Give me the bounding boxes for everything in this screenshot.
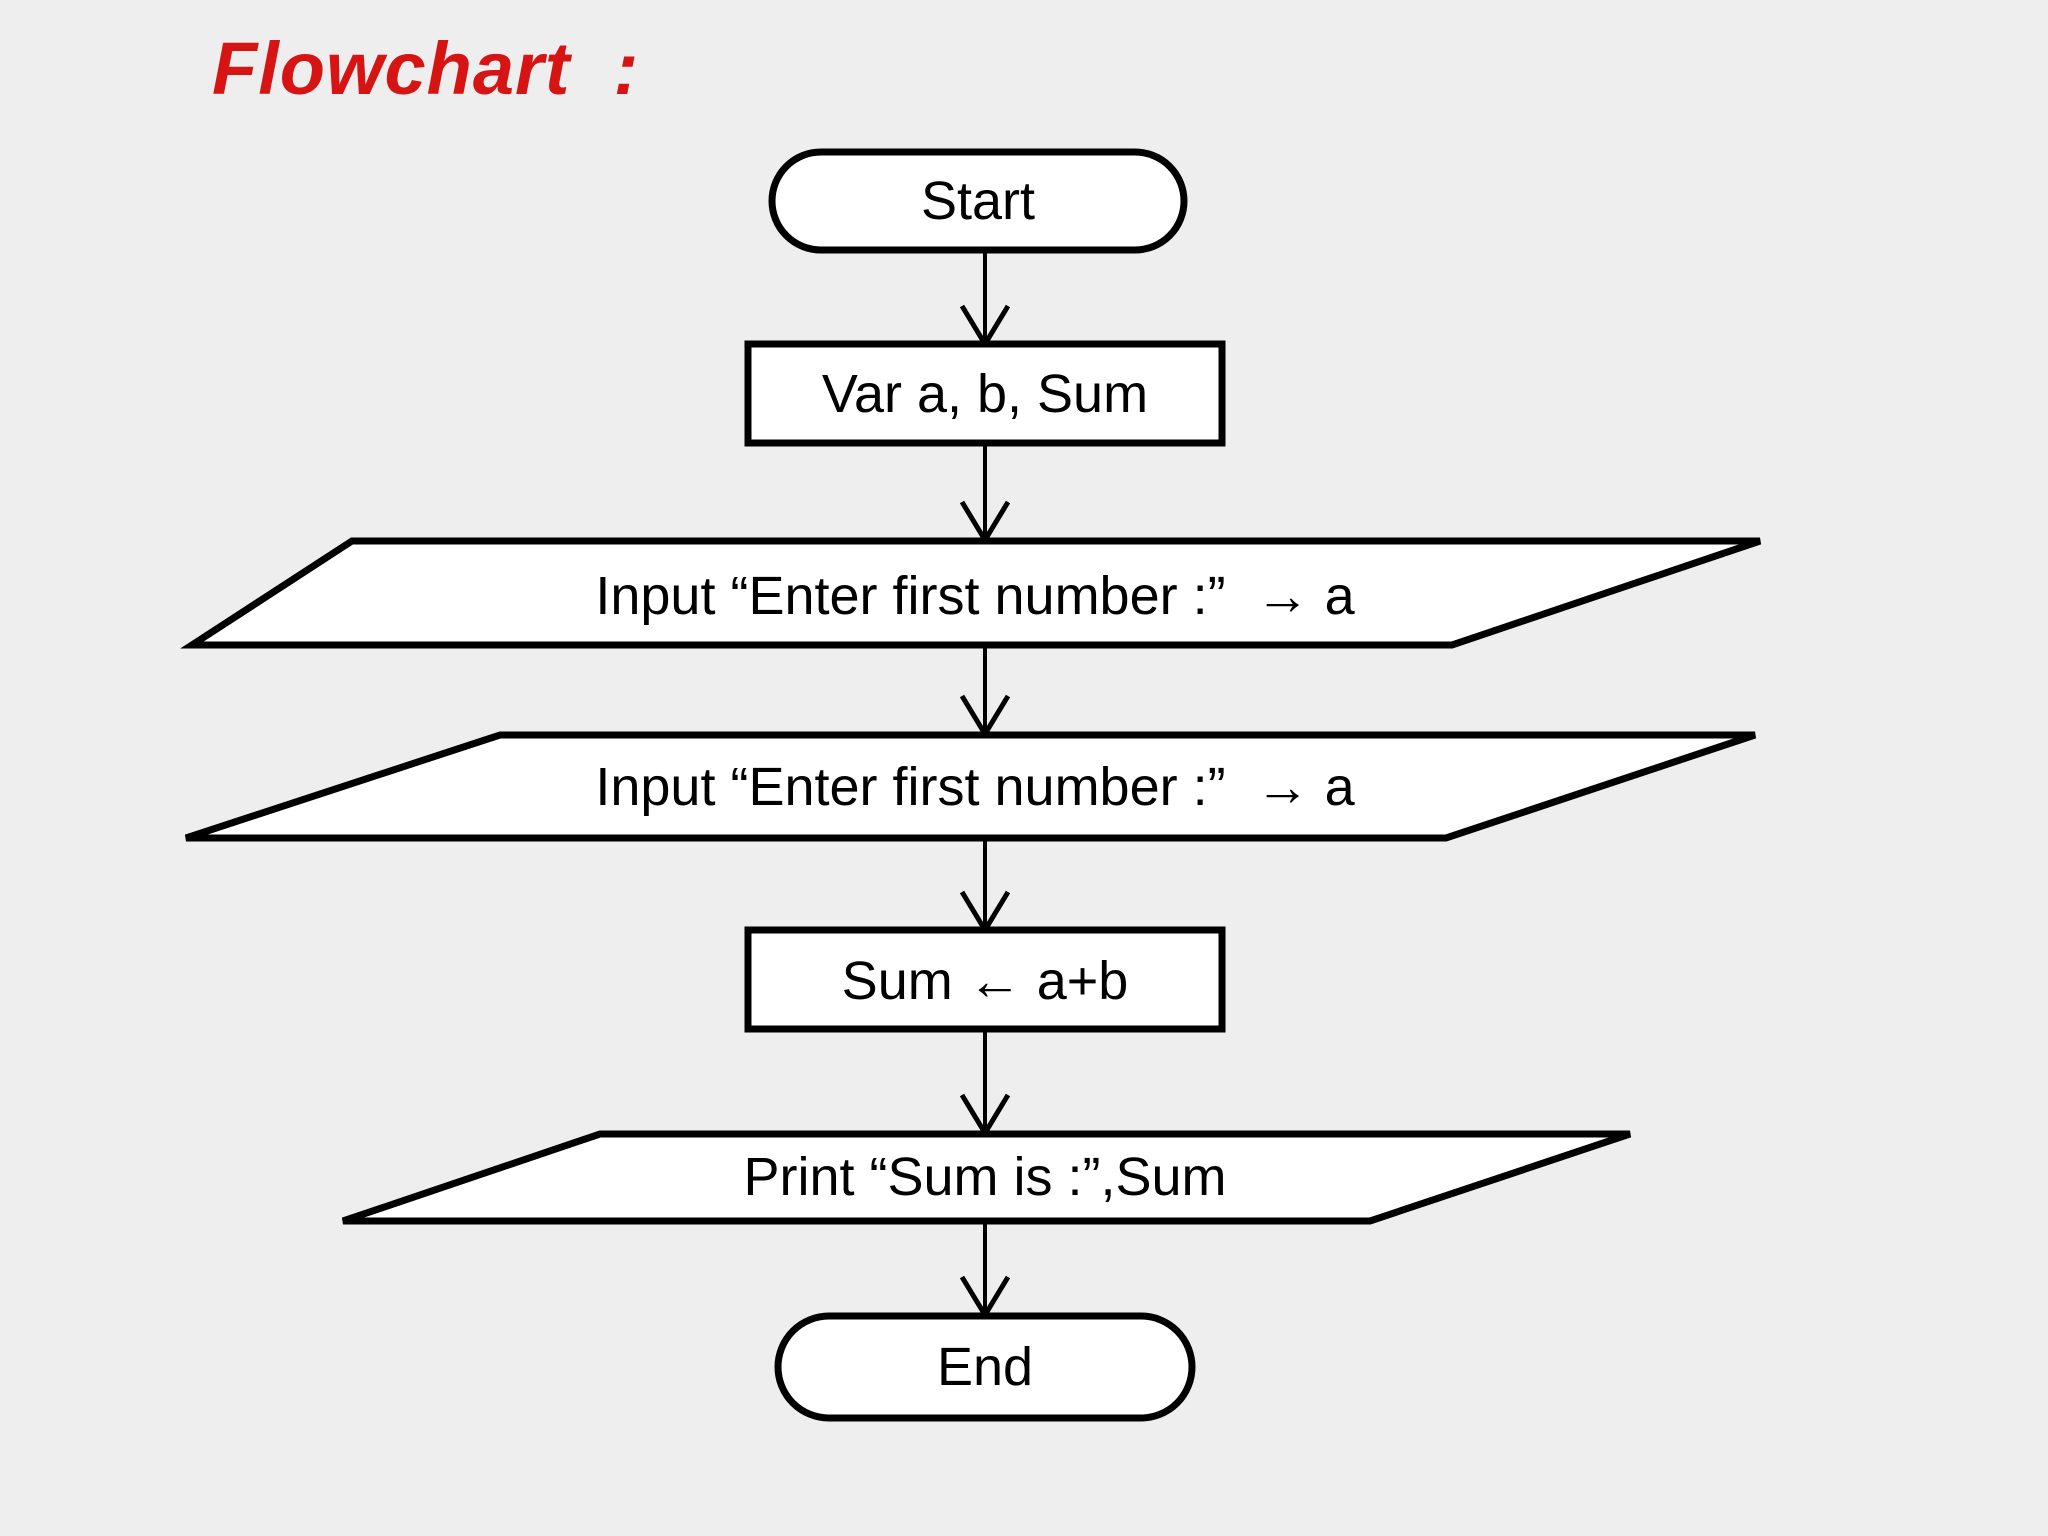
node-declare-label: Var a, b, Sum (821, 364, 1149, 424)
node-end-label: End (936, 1337, 1034, 1397)
connector-input-b-to-sum (959, 838, 1011, 935)
node-declare-shape[interactable] (744, 340, 1226, 447)
node-input-a-label: Input “Enter first number :” → a (595, 566, 1355, 626)
connector-print-to-end (959, 1221, 1011, 1320)
connector-start-to-declare (959, 250, 1011, 349)
node-input-b-shape[interactable] (184, 731, 1757, 842)
node-sum-label: Sum ← a+b (841, 951, 1129, 1011)
node-print-label: Print “Sum is :”,Sum (743, 1147, 1227, 1207)
node-input-b-label: Input “Enter first number :” → a (595, 757, 1355, 817)
connector-sum-to-print (959, 1029, 1011, 1138)
node-sum-shape[interactable] (744, 926, 1226, 1033)
node-end-shape[interactable] (774, 1312, 1196, 1422)
node-print-shape[interactable] (341, 1130, 1632, 1225)
connector-declare-to-input-a (959, 443, 1011, 545)
node-input-a-shape[interactable] (180, 537, 1762, 649)
node-start-label: Start (920, 171, 1036, 231)
page-title: Flowchart : (212, 27, 640, 110)
node-start-shape[interactable] (768, 148, 1188, 254)
connector-input-a-to-input-b (959, 645, 1011, 739)
